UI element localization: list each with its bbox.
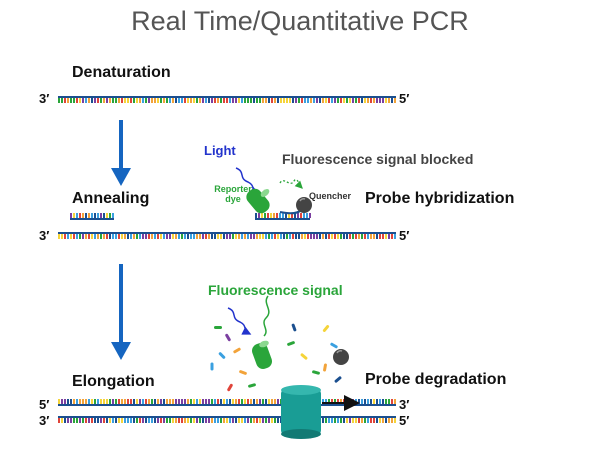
probe xyxy=(255,213,311,220)
reporter-dye-free-icon xyxy=(252,340,272,369)
strand-end-left: 3′ xyxy=(39,228,50,243)
probe-fragments xyxy=(210,323,342,392)
probe-fragment xyxy=(214,326,222,329)
probe-fragment xyxy=(218,352,226,359)
probe-fragment xyxy=(233,347,241,354)
step-denaturation: Denaturation xyxy=(72,64,171,81)
probe-fragment xyxy=(300,353,308,360)
probe-fragment xyxy=(225,333,231,342)
reporter-dye-label: Reporter dye xyxy=(214,184,252,204)
fluorescence-blocked-label: Fluorescence signal blocked xyxy=(282,151,474,167)
strand-end-right: 5′ xyxy=(399,413,410,428)
dna-strand-template-2 xyxy=(58,416,396,423)
probe-fragment xyxy=(227,383,233,392)
strand-end-right: 5′ xyxy=(399,228,410,243)
probe-fragment xyxy=(287,341,295,346)
polymerase-icon xyxy=(281,385,321,439)
strand-end-right: 5′ xyxy=(399,91,410,106)
probe-fragment xyxy=(239,370,247,375)
probe-hybridization-scene xyxy=(235,167,312,215)
strand-end-left: 3′ xyxy=(39,91,50,106)
probe-fragment xyxy=(323,363,327,372)
strand-end-left: 3′ xyxy=(39,413,50,428)
page-title: Real Time/Quantitative PCR xyxy=(131,6,469,36)
step-probe-hybridization: Probe hybridization xyxy=(365,190,515,207)
dna-strand-template xyxy=(58,232,396,239)
probe-fragment xyxy=(210,362,214,371)
quencher-label: Quencher xyxy=(308,191,351,201)
probe-fragment xyxy=(248,383,256,388)
step-probe-degradation: Probe degradation xyxy=(365,371,507,388)
probe-fragment xyxy=(291,323,297,332)
light-label: Light xyxy=(204,143,236,158)
light-wave-icon-2 xyxy=(227,307,252,335)
signal-wave-icon xyxy=(263,295,270,337)
blocked-signal-icon xyxy=(279,179,303,189)
probe-fragment xyxy=(334,376,342,383)
strand-end-left: 5′ xyxy=(39,397,50,412)
reporter-dye-icon xyxy=(246,188,270,214)
step-arrow-1 xyxy=(111,120,131,186)
probe-fragment xyxy=(330,342,338,349)
primer xyxy=(70,213,114,220)
probe-degradation-scene xyxy=(210,295,360,411)
probe-fragment xyxy=(322,325,330,332)
step-annealing: Annealing xyxy=(72,190,150,207)
probe-fragment xyxy=(312,370,320,375)
step-arrow-2 xyxy=(111,264,131,360)
dna-strand-denatured xyxy=(58,96,396,103)
strand-end-right: 3′ xyxy=(399,397,410,412)
fluorescence-signal-label: Fluorescence signal xyxy=(208,282,343,298)
step-elongation: Elongation xyxy=(72,373,155,390)
